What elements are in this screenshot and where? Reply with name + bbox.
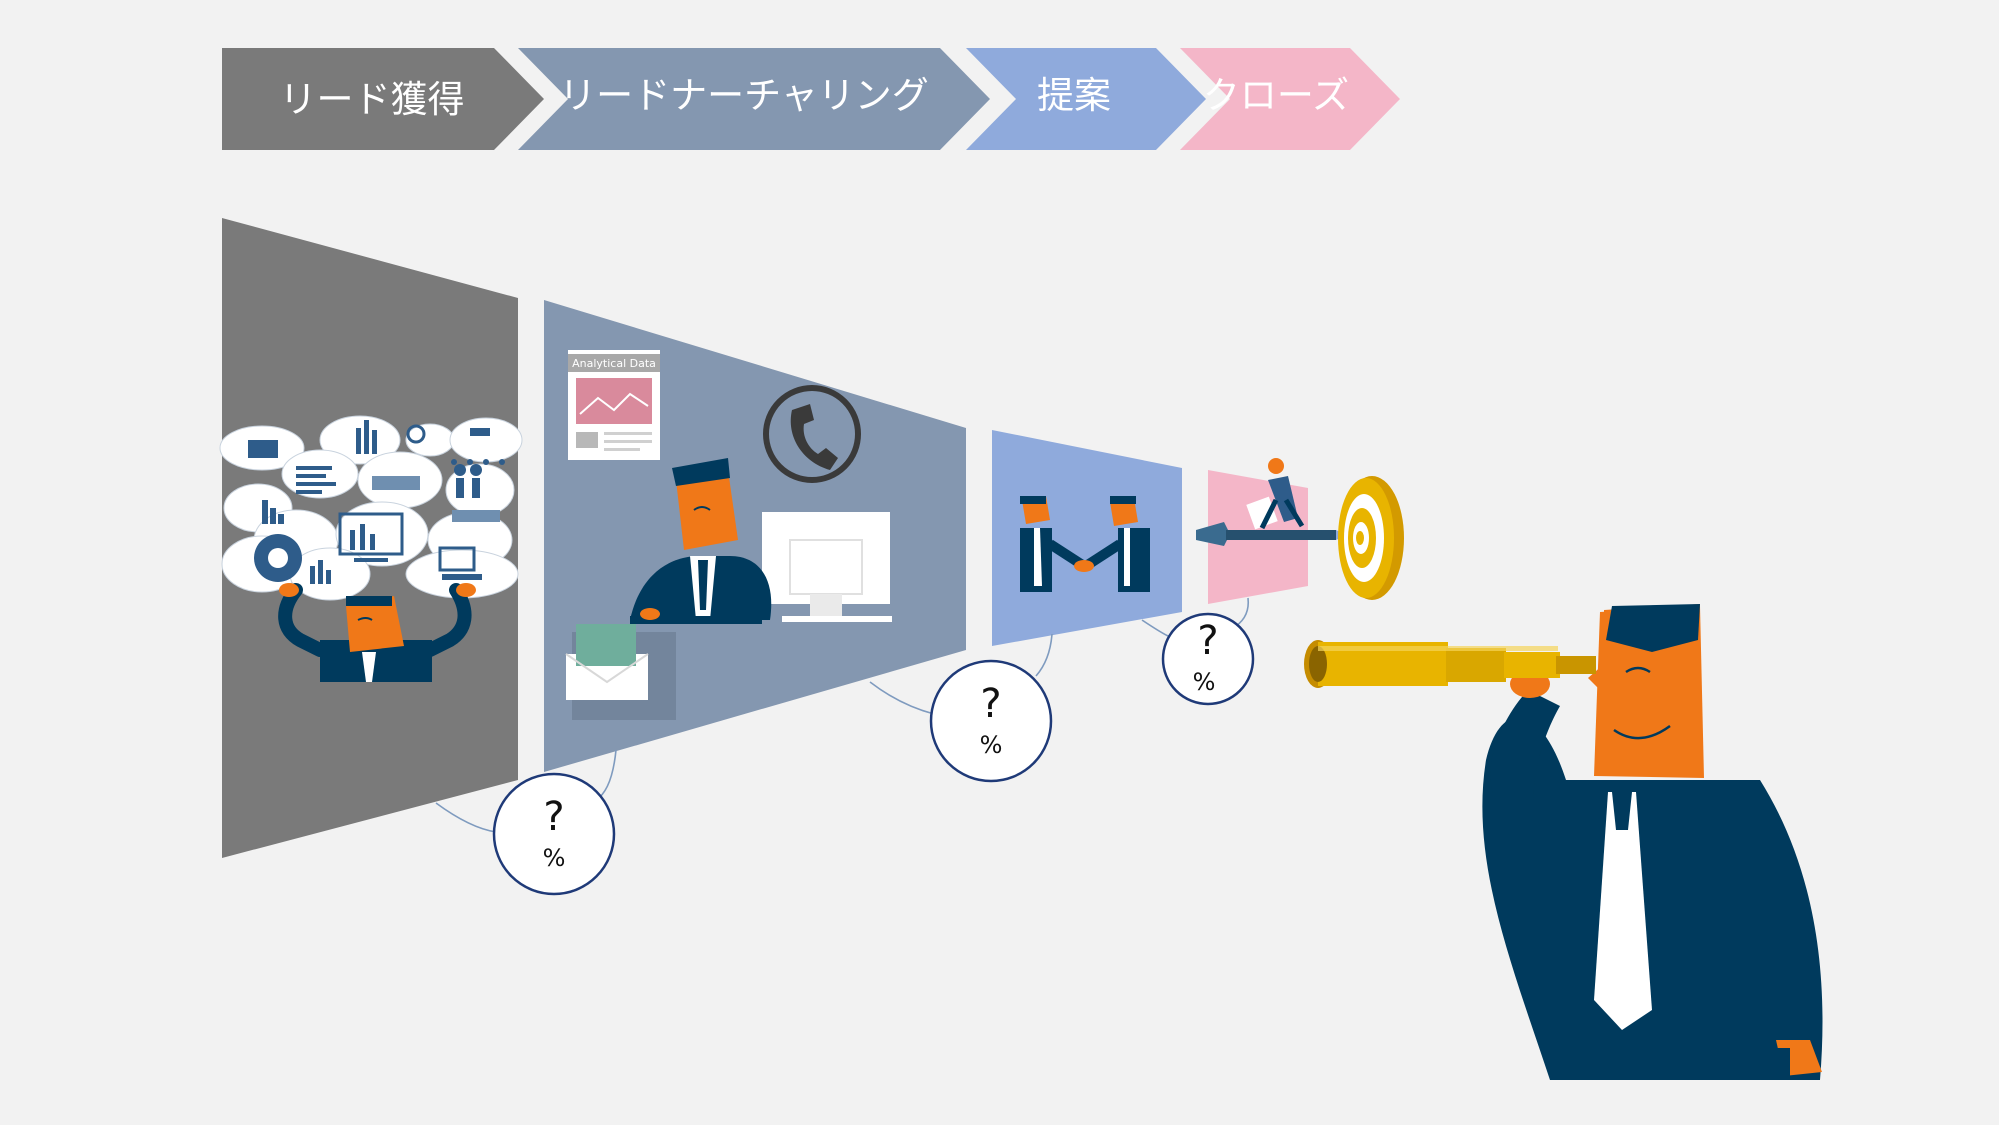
bubble-question-mark: ? — [1197, 618, 1218, 664]
connector-3-left — [1141, 619, 1169, 637]
handshake-illustration — [1020, 496, 1150, 592]
bubble-question-mark: ? — [980, 681, 1001, 727]
connectors — [435, 597, 1250, 833]
stage-arrow-lead-nurturing — [518, 48, 990, 150]
telescope-icon — [1304, 640, 1596, 688]
bubble-percent: % — [543, 844, 566, 872]
conversion-bubble-2: ? % — [929, 659, 1053, 783]
target-icon — [1338, 476, 1404, 600]
bubble-percent: % — [1193, 668, 1216, 696]
phone-icon — [763, 385, 861, 483]
data-cloud-illustration — [219, 415, 523, 682]
lead-acquisition-man — [278, 583, 476, 682]
connector-3-right — [1235, 597, 1250, 627]
monitor-icon — [762, 512, 892, 622]
report-card: Analytical Data — [568, 350, 660, 460]
cloud-mini-icons — [248, 420, 505, 584]
data-cloud-icon — [219, 415, 523, 601]
stage-label-lead-nurturing: リードナーチャリング — [559, 74, 929, 117]
connector-1-left — [435, 802, 497, 833]
nurturing-man — [630, 458, 772, 624]
stage-arrow-close — [1180, 48, 1400, 150]
conversion-bubble-3: ? % — [1161, 612, 1255, 706]
stage-label-proposal: 提案 — [1037, 74, 1111, 117]
telescope-man — [1482, 604, 1823, 1080]
mail-icon — [565, 624, 676, 720]
stage-arrow-lead-acquisition — [222, 48, 544, 150]
bubble-question-mark: ? — [543, 794, 564, 840]
stage-label-close: クローズ — [1203, 74, 1349, 117]
stage-arrows: リード獲得 リードナーチャリング 提案 クローズ — [222, 48, 1400, 150]
report-card-title: Analytical Data — [572, 357, 656, 370]
stage-label-lead-acquisition: リード獲得 — [280, 78, 465, 121]
bubble-percent: % — [980, 731, 1003, 759]
conversion-bubble-1: ? % — [492, 772, 616, 896]
connector-2-left — [869, 681, 935, 715]
stage-arrow-proposal — [966, 48, 1206, 150]
connector-2-right — [1035, 633, 1053, 677]
